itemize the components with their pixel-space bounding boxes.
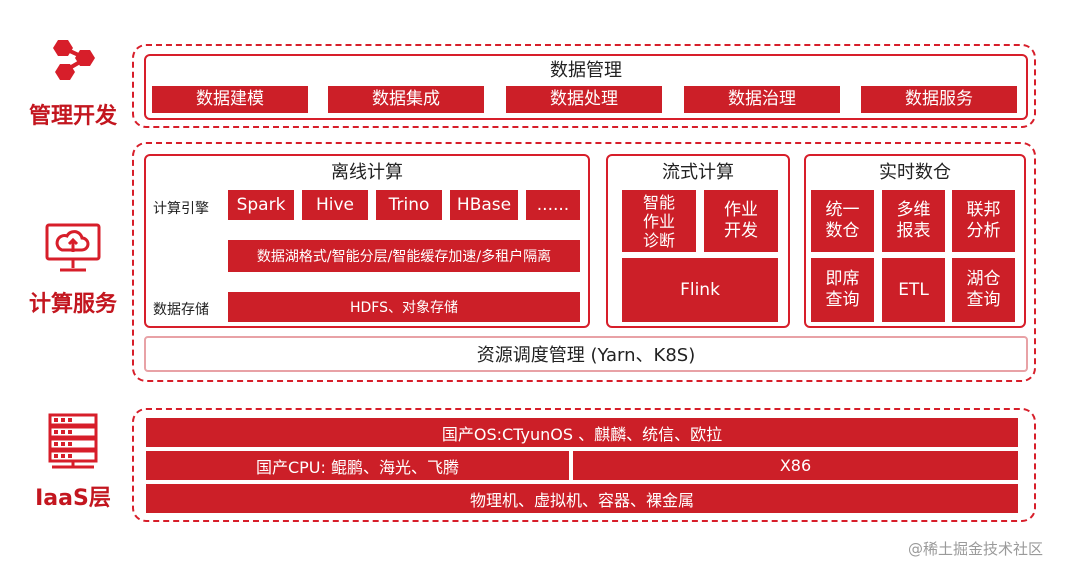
streaming-title: 流式计算 <box>662 162 734 183</box>
warehouse-cell[interactable]: ETL <box>882 258 945 322</box>
flink-engine[interactable]: Flink <box>622 258 778 322</box>
warehouse-cell[interactable]: 联邦 分析 <box>952 190 1015 252</box>
storage-label: 数据存储 <box>153 302 209 318</box>
iaas-section <box>132 408 1036 522</box>
cpu-bar[interactable]: 国产CPU: 鲲鹏、海光、飞腾 <box>146 451 569 480</box>
cloud-monitor-icon <box>45 223 101 272</box>
warehouse-cell[interactable]: 多维 报表 <box>882 190 945 252</box>
engine-item[interactable]: ...... <box>526 190 580 220</box>
os-bar[interactable]: 国产OS:CTyunOS 、麒麟、统信、欧拉 <box>146 418 1018 447</box>
job-diagnosis-cell[interactable]: 智能 作业 诊断 <box>622 190 696 252</box>
storage-bar[interactable]: HDFS、对象存储 <box>228 292 580 322</box>
data-management-title: 数据管理 <box>550 60 622 81</box>
warehouse-cell[interactable]: 湖仓 查询 <box>952 258 1015 322</box>
dev-section <box>132 44 1036 128</box>
engine-item[interactable]: HBase <box>450 190 518 220</box>
compute-section <box>132 142 1036 382</box>
data-management-item[interactable]: 数据服务 <box>861 86 1017 113</box>
warehouse-cell[interactable]: 统一 数仓 <box>811 190 874 252</box>
data-management-item[interactable]: 数据建模 <box>152 86 308 113</box>
engine-label: 计算引擎 <box>153 201 209 217</box>
job-dev-cell[interactable]: 作业 开发 <box>704 190 778 252</box>
data-management-item[interactable]: 数据处理 <box>506 86 662 113</box>
watermark: @稀土掘金技术社区 <box>908 540 1044 558</box>
engine-item[interactable]: Trino <box>376 190 442 220</box>
arch-bar[interactable]: X86 <box>573 451 1018 480</box>
warehouse-title: 实时数仓 <box>879 162 951 183</box>
lake-features-bar[interactable]: 数据湖格式/智能分层/智能缓存加速/多租户隔离 <box>228 240 580 272</box>
scheduler-bar[interactable]: 资源调度管理 (Yarn、K8S) <box>144 336 1028 372</box>
offline-title: 离线计算 <box>331 162 403 183</box>
molecule-icon <box>53 40 95 80</box>
side-label-iaas: IaaS层 <box>35 486 111 511</box>
side-label-dev: 管理开发 <box>28 104 117 129</box>
warehouse-cell[interactable]: 即席 查询 <box>811 258 874 322</box>
server-rack-icon <box>48 413 98 469</box>
infra-bar[interactable]: 物理机、虚拟机、容器、裸金属 <box>146 484 1018 513</box>
engine-item[interactable]: Hive <box>302 190 368 220</box>
side-label-compute: 计算服务 <box>28 292 117 317</box>
data-management-item[interactable]: 数据治理 <box>684 86 840 113</box>
scheduler-label: 资源调度管理 (Yarn、K8S) <box>476 345 696 366</box>
data-management-item[interactable]: 数据集成 <box>328 86 484 113</box>
engine-item[interactable]: Spark <box>228 190 294 220</box>
